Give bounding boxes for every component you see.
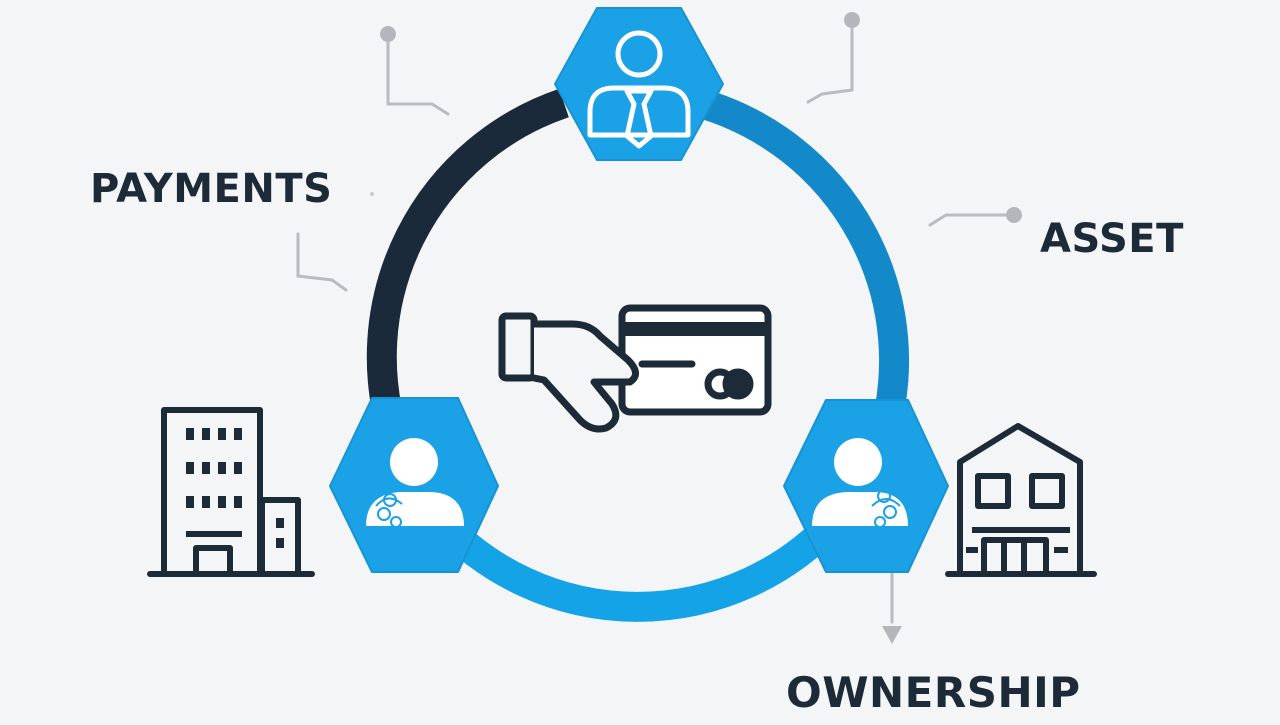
pattern-decoration: [871, 489, 901, 528]
credit-card-icon: [618, 304, 772, 416]
ownership-label: OWNERSHIP: [786, 668, 1081, 717]
building-windows: [186, 428, 284, 548]
node-right: [783, 399, 949, 573]
node-top: [554, 7, 724, 161]
connector-left: [296, 192, 374, 292]
office-building-icon: [147, 407, 315, 577]
hand-with-credit-card-icon: [498, 304, 772, 433]
ring-segment-dark: [366, 88, 569, 445]
connectors: [296, 12, 1022, 644]
person-icon: [366, 438, 464, 528]
ring-segment-light-blue: [428, 509, 847, 622]
connector-top-right: [806, 12, 860, 104]
pattern-decoration: [375, 493, 403, 528]
hexagon-top: [554, 7, 724, 161]
hand-icon: [498, 312, 639, 433]
hexagon-right: [783, 399, 949, 573]
businessman-icon: [587, 30, 691, 149]
payments-label: PAYMENTS: [90, 166, 333, 212]
cycle-ring: [366, 88, 910, 622]
connector-top-left: [380, 26, 450, 116]
asset-label: ASSET: [1040, 216, 1184, 262]
ring-segment-blue: [695, 88, 910, 445]
person-icon: [812, 438, 908, 528]
node-left: [329, 397, 499, 573]
house-icon: [945, 423, 1097, 577]
connector-right: [928, 207, 1022, 227]
